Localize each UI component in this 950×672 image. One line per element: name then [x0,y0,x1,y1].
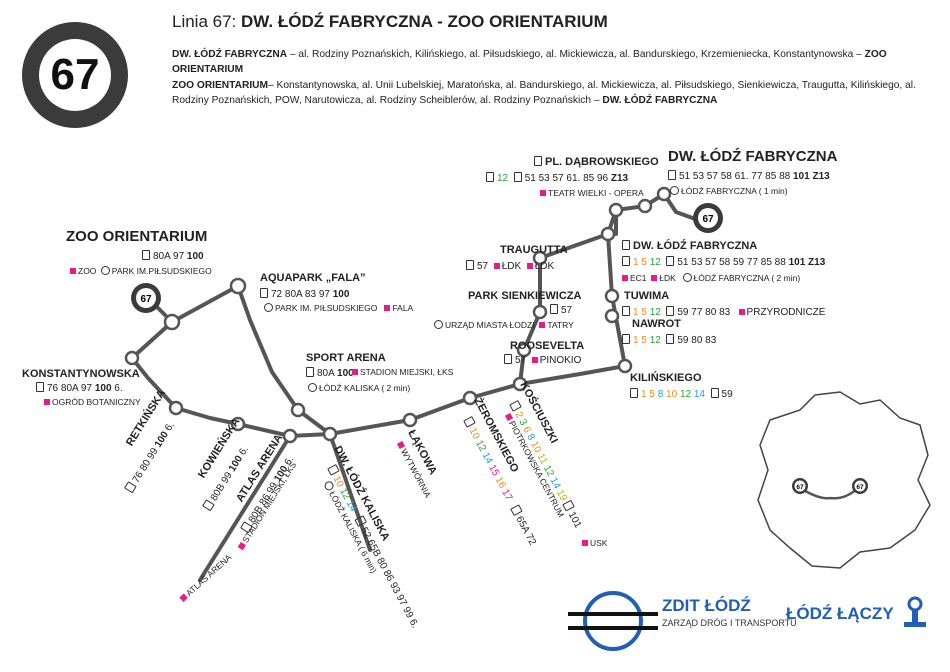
lines-tuwima: 1 5 12 59 77 80 83 PRZYRODNICZE [622,306,825,318]
stop-park-sienkiewicza: PARK SIENKIEWICZA [468,290,582,302]
lodz-laczy-logo: ŁÓDŹ ŁĄCZY [786,604,894,623]
poi-park-sienkiewicza: URZĄD MIASTA ŁODZI TATRY [432,320,574,330]
line-badge: 67 [22,22,128,128]
lines-aquapark: 72 80A 83 97 100 [260,288,349,300]
poi-sport-arena-1: STADION MIEJSKI, ŁKS [352,367,453,377]
poi-pl-dabrowskiego: TEATR WIELKI - OPERA [540,188,644,198]
stop-traugutta: TRAUGUTTA [500,244,568,256]
lines-konstantynowska: 76 80A 97 100 6. [36,382,123,394]
badge-zoo: 67 [140,294,152,305]
dir1-streets: – al. Rodziny Poznańskich, Kilińskiego, … [287,49,865,60]
stop-kilinskiego: KILIŃSKIEGO [630,372,702,384]
poi-dw-fabryczna-top: ŁÓDŹ FABRYCZNA ( 1 min) [668,186,788,196]
route-description-1: DW. ŁÓDŹ FABRYCZNA – al. Rodziny Poznańs… [172,47,932,77]
lines-park-sienkiewicza: 57 [550,304,572,316]
dir2-start: ZOO ORIENTARIUM [172,80,269,91]
lines-roosevelta: 57 PINOKIO [504,354,581,366]
page-title: Linia 67: DW. ŁÓDŹ FABRYCZNA - ZOO ORIEN… [172,12,608,32]
poi-aquapark: PARK IM. PIŁSUDSKIEGO FALA [262,303,413,313]
stop-pl-dabrowskiego: PL. DĄBROWSKIEGO [534,156,659,168]
lines-zoo: 80A 97 100 [142,250,204,262]
route-line [130,192,700,582]
poi-konstantynowska: OGRÓD BOTANICZNY [44,397,141,407]
dir2-end: DW. ŁÓDŹ FABRYCZNA [602,95,718,106]
dir1-end: ZOO ORIENTARIUM [172,49,887,75]
zdit-logo-icon [568,591,658,651]
stop-dw-fabryczna-top: DW. ŁÓDŹ FABRYCZNA [668,148,838,165]
dir1-start: DW. ŁÓDŹ FABRYCZNA [172,49,288,60]
lines-kilinskiego: 1 5 8 10 12 14 59 [630,388,733,400]
zdit-name: ZDIT ŁÓDŹ [662,596,751,615]
minimap-badge-right: 67 [856,484,864,491]
terminus-badges: 67 67 [131,203,723,313]
stop-nawrot: NAWROT [632,318,681,330]
city-minimap: 67 67 [757,391,931,569]
stop-tuwima: TUWIMA [624,290,670,302]
lines-traugutta: 57 ŁDK ŁDK [466,260,554,272]
lines-sport-arena: 80A 100 [306,367,354,379]
lodz-boat-icon [904,596,926,627]
lines-dw-fabryczna: 1 5 12 51 53 57 58 59 77 85 88 101 Z13 [622,256,825,268]
badge-fabryczna: 67 [702,214,714,225]
poi-sport-arena-2: ŁÓDŹ KALISKA ( 2 min) [306,383,410,393]
poi-dw-fabryczna: EC1 ŁDK ŁÓDŹ FABRYCZNA ( 2 min) [622,273,800,283]
line-number: 67 [39,39,111,111]
title-label: Linia 67: [172,12,237,31]
zdit-subtitle: ZARZĄD DRÓG I TRANSPORTU [662,618,797,628]
stop-roosevelta: ROOSEVELTA [510,340,585,352]
route-description-2: ZOO ORIENTARIUM– Konstantynowska, al. Un… [172,78,932,108]
dir2-streets: – Konstantynowska, al. Unii Lubelskiej, … [172,80,916,106]
lines-pl-dabrowskiego: 12 51 53 57 61. 85 96 Z13 [486,172,628,184]
stop-dw-fabryczna: DW. ŁÓDŹ FABRYCZNA [622,240,757,252]
lines-nawrot: 1 5 12 59 80 83 [622,334,716,346]
stop-sport-arena: SPORT ARENA [306,352,386,364]
lines-dw-fabryczna-top: 51 53 57 58 61. 77 85 88 101 Z13 [668,170,830,182]
stop-konstantynowska: KONSTANTYNOWSKA [22,368,140,380]
stop-aquapark: AQUAPARK „FALA” [260,272,366,284]
stop-zoo: ZOO ORIENTARIUM [66,228,208,245]
stop-markers [124,186,672,444]
minimap-badge-left: 67 [796,484,804,491]
poi-zeromskiego: USK [582,538,607,548]
title-route: DW. ŁÓDŹ FABRYCZNA - ZOO ORIENTARIUM [241,12,608,31]
poi-zoo: ZOO PARK IM.PIŁSUDSKIEGO [70,266,212,276]
